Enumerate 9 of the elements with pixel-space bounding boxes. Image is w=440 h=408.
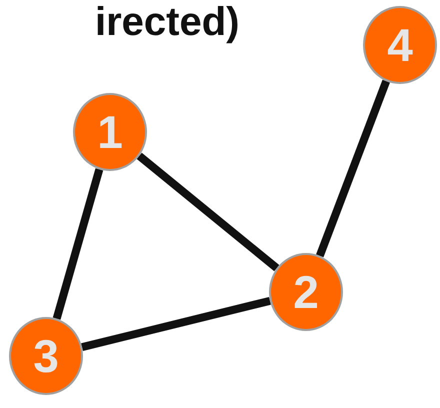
connector-line: [52, 168, 104, 320]
node-number: 1: [97, 109, 123, 155]
node-number: 3: [33, 333, 59, 379]
connector-line: [316, 80, 390, 258]
heading-text: irected): [95, 2, 240, 42]
node-number: 2: [293, 269, 319, 315]
node-number: 4: [387, 22, 413, 68]
connector-line: [81, 296, 271, 352]
connector-line: [136, 152, 280, 272]
